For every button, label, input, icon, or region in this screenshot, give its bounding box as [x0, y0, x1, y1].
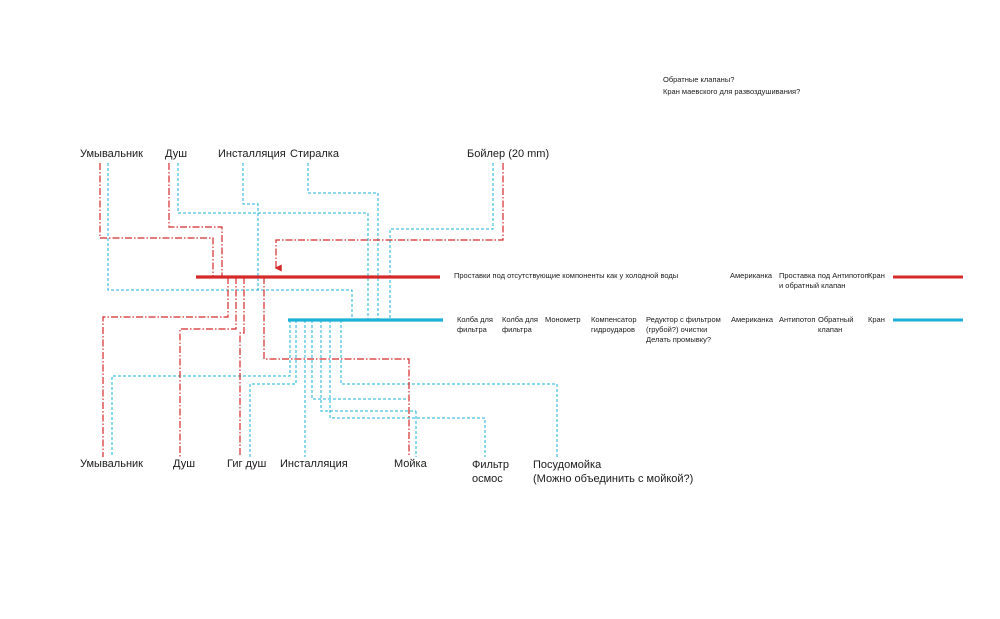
hot-main-note: Проставки под отсутствующие компоненты к…	[454, 271, 679, 280]
source-boiler-label: Бойлер (20 mm)	[467, 148, 550, 160]
cold-pipe-boiler-top	[389, 163, 494, 320]
source-installation-label: Инсталляция	[218, 148, 286, 160]
cold-pipe-shower-top	[177, 163, 369, 320]
cold-pipe-washer-top	[307, 163, 379, 320]
output-installation-label: Инсталляция	[280, 458, 348, 470]
output-washbasin-label: Умывальник	[80, 458, 143, 470]
cold-component-american: Американка	[731, 315, 774, 324]
cold-component-filter-flask-2: Колба для фильтра	[502, 315, 538, 334]
cold-pipe-dishwasher-out	[340, 320, 558, 457]
output-hygienic-shower-label: Гиг душ	[227, 458, 267, 470]
hot-pipe-boiler-feed	[274, 163, 504, 272]
cold-pipe-osmosis-out	[320, 320, 416, 412]
hot-pipe-shower-top	[168, 163, 223, 277]
hot-pipe-washbasin-top	[99, 163, 214, 277]
source-washbasin-label: Умывальник	[80, 148, 143, 160]
cold-pipe-sink-out	[311, 320, 408, 400]
hot-pipe-sink-out	[263, 277, 410, 457]
source-washer-label: Стиралка	[290, 148, 339, 160]
cold-component-manometer: Монометр	[545, 315, 581, 324]
hot-water-pipes	[99, 163, 504, 457]
cold-component-filter-flask-1: Колба для фильтра	[457, 315, 493, 334]
cold-pipe-washbasin-top	[107, 163, 353, 320]
output-sink-label: Мойка	[394, 458, 427, 470]
hot-component-spacer: Проставка под Антипотоп и обратный клапа…	[779, 271, 869, 290]
hot-component-valve: Кран	[868, 271, 885, 280]
source-shower-label: Душ	[165, 148, 188, 160]
cold-water-pipes	[107, 163, 558, 457]
output-shower-label: Душ	[173, 458, 196, 470]
cold-pipe-washbasin-out	[111, 320, 291, 457]
note-mayevsky-valve: Кран маевского для развоздушивания?	[663, 87, 801, 96]
hot-pipe-washbasin-out	[102, 277, 229, 457]
hot-component-american: Американка	[730, 271, 773, 280]
output-dishwasher-label: Посудомойка (Можно объединить с мойкой?)	[533, 459, 694, 485]
hot-pipe-shower-out	[179, 277, 237, 457]
cold-pipe-osmosis-branch	[329, 320, 486, 457]
note-check-valves: Обратные клапаны?	[663, 75, 735, 84]
cold-pipe-installation-top	[242, 163, 259, 290]
cold-pipe-hyg-shower-out	[249, 320, 297, 457]
cold-component-water-hammer-arrestor: Компенсатор гидроударов	[591, 315, 637, 334]
cold-component-check-valve: Обратный клапан	[818, 315, 854, 334]
cold-component-valve: Кран	[868, 315, 885, 324]
hot-pipe-hyg-shower-out	[239, 277, 245, 457]
cold-component-pressure-reducer: Редуктор с фильтром (грубой?) очистки Де…	[646, 315, 721, 344]
cold-component-antiflood: Антипотоп	[779, 315, 816, 324]
output-osmosis-label: Фильтр осмос	[472, 459, 509, 485]
